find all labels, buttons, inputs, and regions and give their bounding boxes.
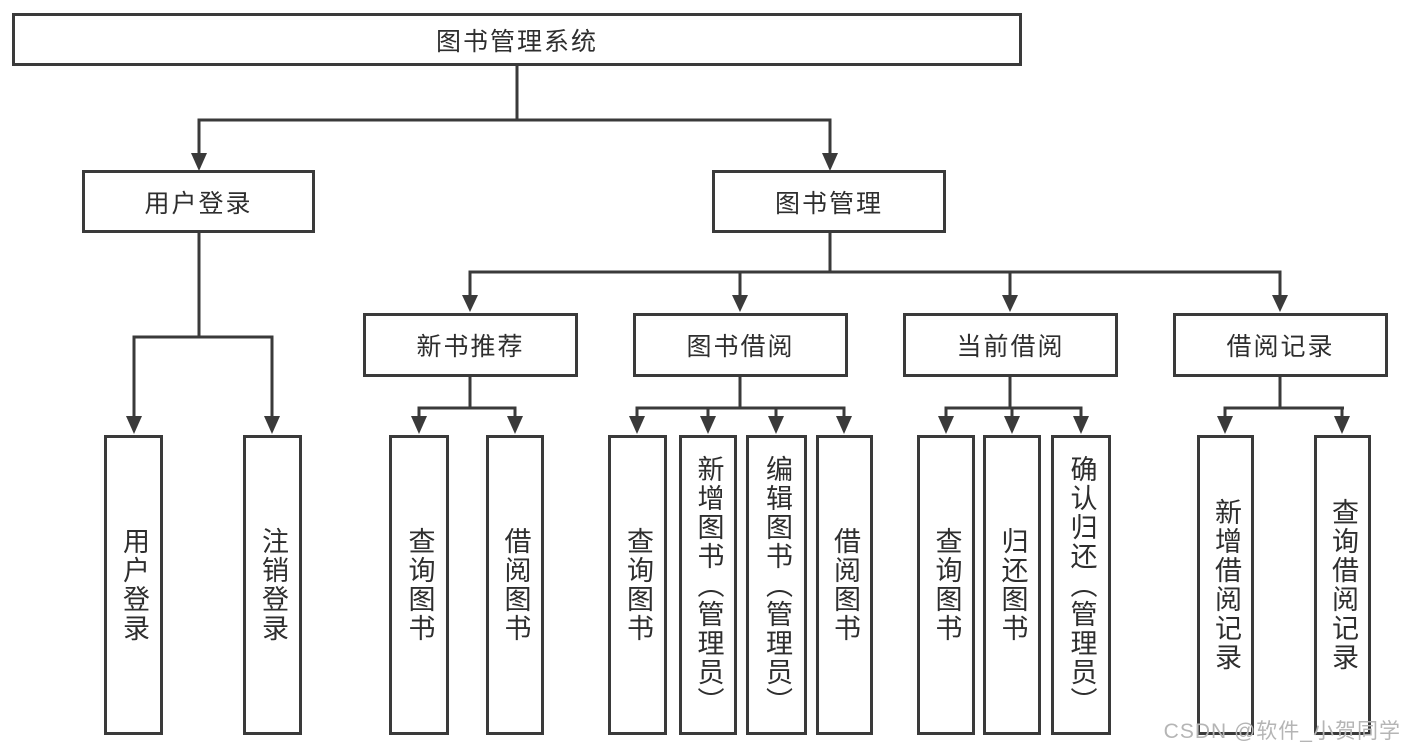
- leaf-user-login: 用户登录: [104, 435, 163, 735]
- leaf-borrowing-add-book-admin-label: 新增图书（管理员）: [693, 454, 724, 716]
- leaf-recommend-query-book-label: 查询图书: [404, 527, 435, 643]
- node-book-management: 图书管理: [712, 170, 946, 233]
- leaf-borrowing-borrow-book: 借阅图书: [816, 435, 873, 735]
- node-new-book-recommendation: 新书推荐: [363, 313, 578, 377]
- leaf-current-query-book: 查询图书: [917, 435, 975, 735]
- node-user-login: 用户登录: [82, 170, 315, 233]
- leaf-recommend-borrow-book-label: 借阅图书: [500, 527, 531, 643]
- node-current-borrowing: 当前借阅: [903, 313, 1118, 377]
- leaf-borrowing-borrow-book-label: 借阅图书: [830, 527, 860, 643]
- csdn-watermark: CSDN @软件_小贺同学: [1163, 720, 1401, 743]
- leaf-current-return-book: 归还图书: [983, 435, 1041, 735]
- leaf-borrowing-query-book-label: 查询图书: [623, 527, 653, 643]
- leaf-borrowing-query-book: 查询图书: [608, 435, 667, 735]
- leaf-current-query-book-label: 查询图书: [931, 527, 962, 643]
- leaf-borrowing-edit-book-admin: 编辑图书（管理员）: [746, 435, 807, 735]
- leaf-current-return-book-label: 归还图书: [997, 527, 1028, 643]
- leaf-borrowing-edit-book-admin-label: 编辑图书（管理员）: [762, 454, 792, 716]
- node-borrowing-records: 借阅记录: [1173, 313, 1388, 377]
- node-library-management-system: 图书管理系统: [12, 13, 1022, 66]
- leaf-logout: 注销登录: [243, 435, 302, 735]
- leaf-recommend-query-book: 查询图书: [389, 435, 449, 735]
- leaf-borrowing-add-book-admin: 新增图书（管理员）: [679, 435, 737, 735]
- leaf-logout-label: 注销登录: [258, 527, 288, 643]
- leaf-current-confirm-return-admin: 确认归还（管理员）: [1051, 435, 1111, 735]
- leaf-recommend-borrow-book: 借阅图书: [486, 435, 544, 735]
- leaf-current-confirm-return-admin-label: 确认归还（管理员）: [1066, 454, 1097, 716]
- leaf-records-add-record: 新增借阅记录: [1197, 435, 1254, 735]
- leaf-user-login-label: 用户登录: [119, 527, 149, 643]
- leaf-records-query-record: 查询借阅记录: [1314, 435, 1371, 735]
- leaf-records-add-record-label: 新增借阅记录: [1211, 498, 1241, 672]
- leaf-records-query-record-label: 查询借阅记录: [1328, 498, 1358, 672]
- node-book-borrowing: 图书借阅: [633, 313, 848, 377]
